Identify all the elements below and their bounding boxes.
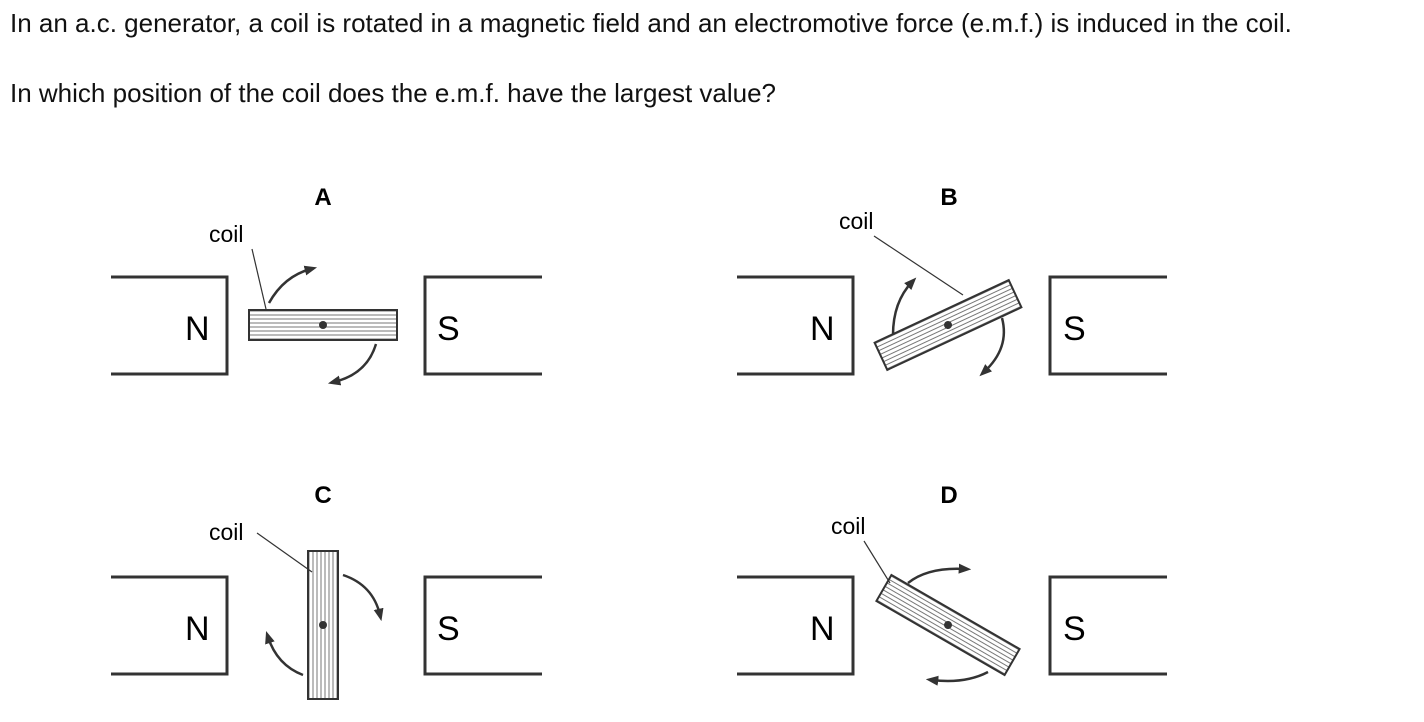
south-magnet <box>1048 575 1167 676</box>
south-magnet <box>423 575 542 676</box>
rotation-arrow <box>327 343 378 386</box>
north-magnet <box>737 275 855 376</box>
option-c: C N S coil <box>111 482 542 700</box>
south-pole-label: S <box>1063 610 1086 648</box>
rotation-arrow <box>979 317 1006 377</box>
coil-leader-line <box>863 540 891 584</box>
coil-label: coil <box>831 513 866 539</box>
question-prompt: In which position of the coil does the e… <box>10 78 777 108</box>
coil <box>873 278 1023 372</box>
south-pole-label: S <box>1063 310 1086 348</box>
rotation-arrow <box>891 277 917 336</box>
rotation-arrow <box>342 573 384 622</box>
rotation-arrow <box>265 631 304 677</box>
question-intro: In an a.c. generator, a coil is rotated … <box>10 8 1292 38</box>
coil-label: coil <box>209 221 244 247</box>
option-letter: B <box>940 184 957 211</box>
south-magnet <box>1048 275 1167 376</box>
option-b: B N S coil <box>737 184 1167 377</box>
coil-label: coil <box>839 208 874 234</box>
option-letter: A <box>314 184 331 211</box>
coil <box>307 550 339 700</box>
coil-leader-line <box>251 248 267 310</box>
south-pole-label: S <box>437 310 460 348</box>
question-text: In an a.c. generator, a coil is rotated … <box>10 6 1335 111</box>
north-magnet <box>737 575 855 676</box>
north-pole-label: N <box>810 310 835 348</box>
coil-label: coil <box>209 519 244 545</box>
coil-leader-line <box>256 532 313 573</box>
coil <box>248 309 398 341</box>
rotation-arrow <box>925 670 989 686</box>
option-d: D N S coil <box>737 482 1167 686</box>
rotation-arrow <box>267 265 318 304</box>
north-pole-label: N <box>185 310 210 348</box>
south-magnet <box>423 275 542 376</box>
south-pole-label: S <box>437 610 460 648</box>
option-letter: D <box>940 482 957 509</box>
north-pole-label: N <box>185 610 210 648</box>
coil <box>875 573 1021 677</box>
rotation-arrow <box>907 563 972 584</box>
north-magnet <box>111 275 229 376</box>
north-pole-label: N <box>810 610 835 648</box>
coil-leader-line <box>873 235 964 296</box>
option-letter: C <box>314 482 331 509</box>
option-a: A N S coil <box>111 184 542 386</box>
north-magnet <box>111 575 229 676</box>
